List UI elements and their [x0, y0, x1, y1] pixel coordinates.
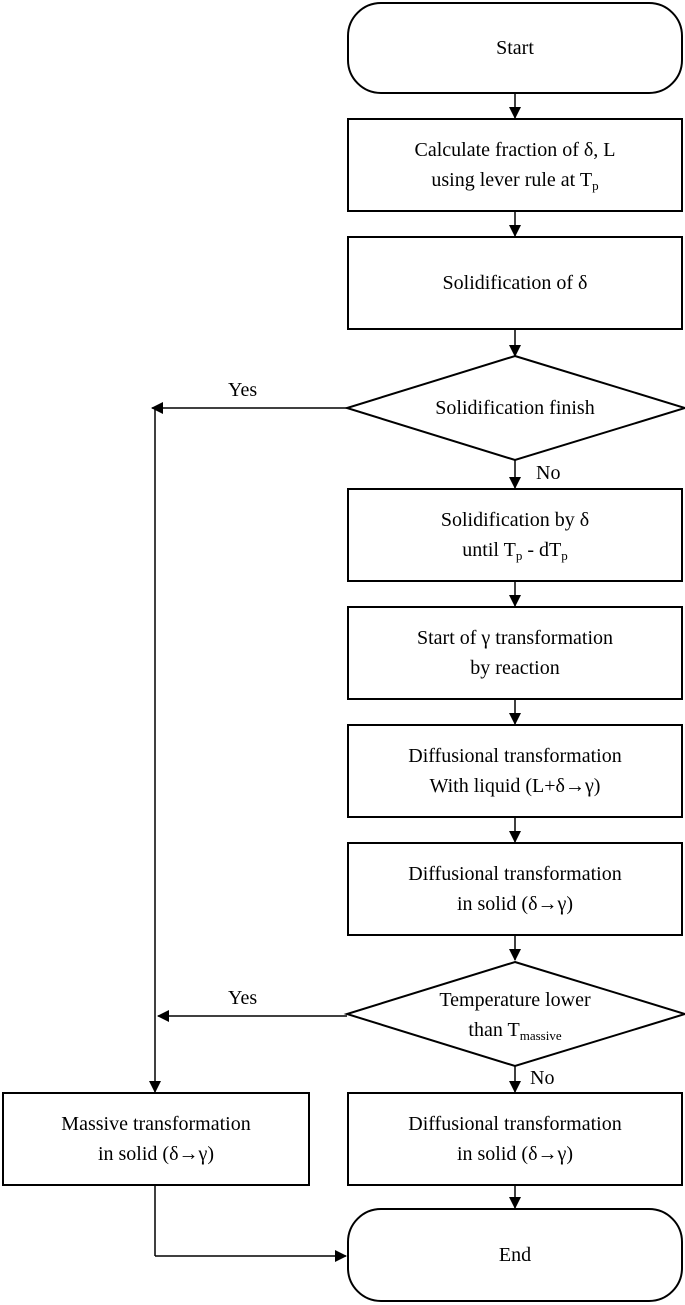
massive-line2: in solid (δ→γ) — [97, 1143, 215, 1165]
temp-line2: than Tmassive — [468, 1019, 562, 1043]
solidby-line1: Solidification by δ — [440, 509, 590, 531]
diffliq-line1: Diffusional transformation — [408, 745, 622, 767]
solidification-delta-box: Solidification of δ — [347, 236, 683, 330]
diffliq-line2: With liquid (L+δ→γ) — [429, 775, 601, 797]
diffusional-liquid-box: Diffusional transformation With liquid (… — [347, 724, 683, 818]
gamma-line2: by reaction — [470, 657, 560, 679]
end-text: End — [498, 1244, 532, 1266]
decision-temp-shape — [343, 960, 685, 1068]
solidby-line2: until Tp - dTp — [462, 539, 568, 563]
calc-line2: using lever rule at Tp — [431, 169, 599, 193]
start-gamma-box: Start of γ transformation by reaction — [347, 606, 683, 700]
diffusional-solid-box-1: Diffusional transformation in solid (δ→γ… — [347, 842, 683, 936]
decision-temp-text: Temperature lower than Tmassive — [385, 985, 645, 1045]
diffsol1-line1: Diffusional transformation — [408, 863, 622, 885]
gamma-line1: Start of γ transformation — [416, 627, 613, 649]
calculate-fraction-box: Calculate fraction of δ, L using lever r… — [347, 118, 683, 212]
decision-finish-shape — [343, 354, 685, 462]
diffsol1-line2: in solid (δ→γ) — [456, 893, 574, 915]
decision-finish-text: Solidification finish — [435, 397, 595, 419]
start-text: Start — [496, 37, 534, 59]
yes-label-1: Yes — [228, 379, 258, 401]
massive-line1: Massive transformation — [61, 1113, 251, 1135]
no-label-1: No — [536, 462, 561, 484]
temp-line1: Temperature lower — [439, 989, 591, 1011]
diffsol2-line2: in solid (δ→γ) — [456, 1143, 574, 1165]
diffusional-solid-box-2: Diffusional transformation in solid (δ→γ… — [347, 1092, 683, 1186]
massive-transformation-box: Massive transformation in solid (δ→γ) — [2, 1092, 310, 1186]
start-node: Start — [347, 2, 683, 94]
end-node: End — [347, 1208, 683, 1302]
solid-delta-text: Solidification of δ — [442, 272, 588, 294]
calc-line1: Calculate fraction of δ, L — [414, 139, 616, 161]
yes-label-2: Yes — [228, 987, 258, 1009]
solidification-by-delta-box: Solidification by δ until Tp - dTp — [347, 488, 683, 582]
no-label-2: No — [530, 1067, 555, 1089]
diffsol2-line1: Diffusional transformation — [408, 1113, 622, 1135]
